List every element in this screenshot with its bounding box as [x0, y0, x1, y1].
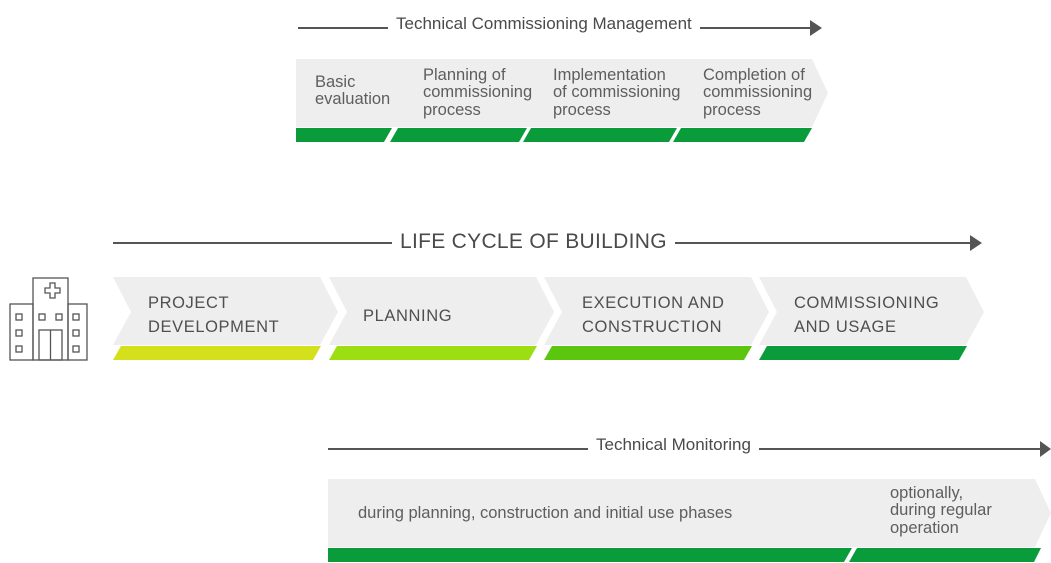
phase-4-bar	[759, 346, 967, 360]
monitoring-segment-1-shape	[328, 479, 868, 547]
top-step-1-bar	[296, 128, 392, 142]
phase-label-3: EXECUTION AND CONSTRUCTION	[582, 294, 725, 336]
top-step-3-shape	[522, 59, 689, 127]
phase-1-bar	[113, 346, 321, 360]
phase-1-shape	[113, 277, 338, 345]
top-step-4-bar	[673, 128, 812, 142]
commissioning-management-title: Technical Commissioning Management	[388, 14, 700, 34]
top-step-label-3: Implementation of commissioning process	[553, 66, 681, 119]
top-steps	[296, 59, 828, 142]
monitoring-segment-2-bar	[849, 548, 1041, 562]
top-step-1-shape	[296, 59, 405, 127]
phase-4-shape	[759, 277, 984, 345]
monitoring-segment-label-1: during planning, construction and initia…	[358, 504, 733, 522]
phase-label-2: PLANNING	[363, 307, 453, 325]
phase-label-4: COMMISSIONING AND USAGE	[794, 294, 940, 336]
phase-3-shape	[544, 277, 769, 345]
phase-2-shape	[329, 277, 554, 345]
top-step-2-shape	[388, 59, 539, 127]
bottom-segments	[328, 479, 1051, 562]
top-step-label-2: Planning of commissioning process	[423, 66, 533, 119]
monitoring-segment-1-bar	[328, 548, 852, 562]
phase-label-1: PROJECT DEVELOPMENT	[148, 294, 280, 336]
phase-2-bar	[329, 346, 537, 360]
middle-phases	[113, 277, 984, 360]
top-step-label-4: Completion of commissioning process	[703, 66, 813, 119]
monitoring-segment-label-2: optionally, during regular operation	[890, 484, 992, 537]
hospital-building-icon	[9, 277, 88, 361]
technical-monitoring-title: Technical Monitoring	[588, 435, 759, 455]
phase-3-bar	[544, 346, 752, 360]
monitoring-segment-2-shape	[847, 479, 1051, 547]
life-cycle-title: LIFE CYCLE OF BUILDING	[392, 230, 675, 254]
top-step-3-bar	[523, 128, 677, 142]
top-step-label-1: Basic evaluation	[315, 73, 391, 109]
top-step-4-shape	[672, 59, 828, 127]
top-step-2-bar	[390, 128, 527, 142]
